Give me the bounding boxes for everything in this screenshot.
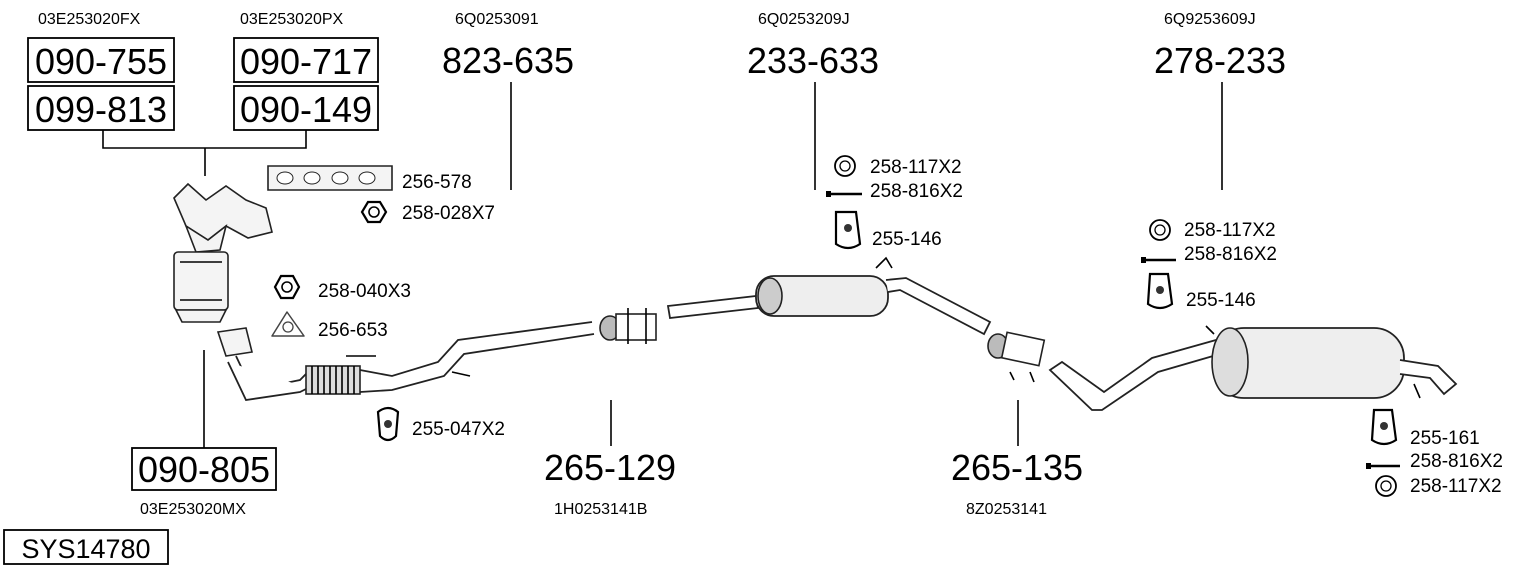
part-number-label: 090-717 xyxy=(240,41,372,82)
part-box-090-755[interactable]: 090-755 xyxy=(27,37,175,83)
front-pipe-drawing xyxy=(216,321,595,401)
label-258-816x2-mid[interactable]: 258-816X2 xyxy=(870,181,963,202)
oem-middle-silencer: 6Q0253209J xyxy=(758,11,850,28)
oem-rear-silencer: 6Q9253609J xyxy=(1164,11,1256,28)
label-255-146-rear[interactable]: 255-146 xyxy=(1186,290,1256,311)
label-255-146-mid[interactable]: 255-146 xyxy=(872,229,942,250)
oem-front-pipe: 6Q0253091 xyxy=(455,11,539,28)
oem-downpipe: 03E253020MX xyxy=(140,501,246,518)
flange-gasket-icon xyxy=(271,311,305,337)
rubber-hanger-icon xyxy=(834,210,862,250)
part-number-233-633[interactable]: 233-633 xyxy=(747,40,879,81)
label-258-816x2-rear-top[interactable]: 258-816X2 xyxy=(1184,244,1277,265)
part-number-label: 090-805 xyxy=(138,449,270,490)
part-number-label: 099-813 xyxy=(35,89,167,130)
label-255-161[interactable]: 255-161 xyxy=(1410,428,1480,449)
oem-manifold-right: 03E253020PX xyxy=(240,11,344,28)
part-box-090-149[interactable]: 090-149 xyxy=(233,85,379,131)
oem-flex-pipe: 1H0253141B xyxy=(554,501,647,518)
part-number-265-129[interactable]: 265-129 xyxy=(544,447,676,488)
part-box-090-805[interactable]: 090-805 xyxy=(131,447,277,491)
label-256-578[interactable]: 256-578 xyxy=(402,172,472,193)
manifold-bracket-line xyxy=(102,130,307,176)
label-258-117x2-rear-bottom[interactable]: 258-117X2 xyxy=(1410,476,1502,497)
oem-manifold-left: 03E253020FX xyxy=(38,11,141,28)
ring-icon xyxy=(834,155,856,177)
rear-silencer-drawing xyxy=(1048,325,1458,411)
label-258-028x7[interactable]: 258-028X7 xyxy=(402,203,495,224)
rubber-hanger-icon xyxy=(1146,272,1174,310)
label-258-117x2-rear-top[interactable]: 258-117X2 xyxy=(1184,220,1276,241)
bolt-icon xyxy=(1366,463,1400,469)
middle-silencer-drawing xyxy=(666,256,992,336)
bolt-icon xyxy=(826,191,862,197)
rubber-hanger-icon xyxy=(1370,408,1398,446)
ring-icon xyxy=(1375,475,1397,497)
hex-nut-icon xyxy=(360,200,388,224)
part-box-099-813[interactable]: 099-813 xyxy=(27,85,175,131)
part-number-label: 090-149 xyxy=(240,89,372,130)
part-number-278-233[interactable]: 278-233 xyxy=(1154,40,1286,81)
pipe-clamp-drawing xyxy=(987,331,1046,383)
label-258-040x3[interactable]: 258-040X3 xyxy=(318,281,411,302)
ring-icon xyxy=(1149,219,1171,241)
rubber-hanger-icon xyxy=(376,406,400,442)
manifold-catalyst-drawing xyxy=(173,182,273,323)
label-255-047x2[interactable]: 255-047X2 xyxy=(412,419,505,440)
manifold-gasket-drawing xyxy=(267,165,393,191)
system-code-box: SYS14780 xyxy=(3,529,169,565)
label-258-816x2-rear-bottom[interactable]: 258-816X2 xyxy=(1410,451,1503,472)
bolt-icon xyxy=(1141,257,1176,263)
label-258-117x2-mid[interactable]: 258-117X2 xyxy=(870,157,962,178)
part-number-265-135[interactable]: 265-135 xyxy=(951,447,1083,488)
label-256-653[interactable]: 256-653 xyxy=(318,320,388,341)
part-box-090-717[interactable]: 090-717 xyxy=(233,37,379,83)
hex-nut-icon xyxy=(273,274,301,300)
part-number-label: 090-755 xyxy=(35,41,167,82)
pipe-clamp-drawing xyxy=(599,308,657,344)
oem-intermediate-pipe: 8Z0253141 xyxy=(966,501,1047,518)
part-number-823-635[interactable]: 823-635 xyxy=(442,40,574,81)
system-code: SYS14780 xyxy=(21,534,150,564)
